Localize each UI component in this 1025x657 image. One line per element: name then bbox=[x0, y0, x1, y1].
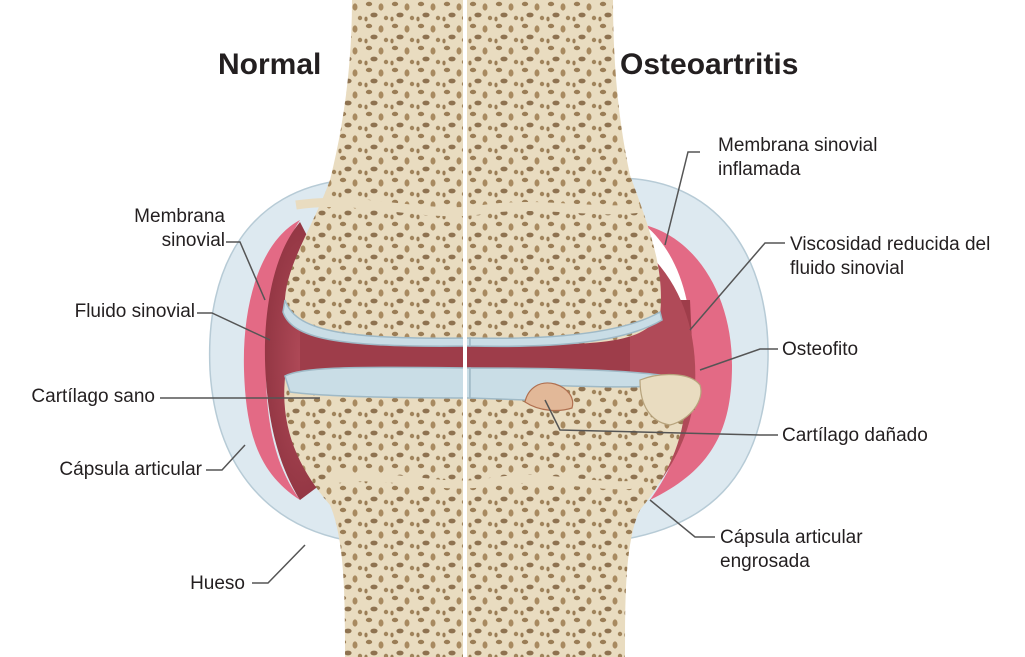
label-healthy-cartilage: Cartílago sano bbox=[31, 385, 155, 409]
cartilage-healthy bbox=[285, 367, 470, 398]
label-thickened-capsule: Cápsula articular engrosada bbox=[720, 526, 863, 574]
lower-bone bbox=[284, 372, 685, 657]
label-synovial-fluid: Fluido sinovial bbox=[75, 300, 195, 324]
label-inflamed-synovial-membrane: Membrana sinovial inflamada bbox=[718, 134, 877, 182]
title-normal: Normal bbox=[218, 48, 321, 82]
label-joint-capsule: Cápsula articular bbox=[59, 458, 202, 482]
label-synovial-membrane: Membrana sinovial bbox=[134, 205, 225, 253]
label-osteophyte: Osteofito bbox=[782, 338, 858, 362]
label-bone: Hueso bbox=[190, 572, 245, 596]
label-reduced-viscosity: Viscosidad reducida del fluido sinovial bbox=[790, 233, 990, 281]
title-osteoarthritis: Osteoartritis bbox=[620, 48, 798, 82]
upper-bone bbox=[285, 0, 661, 345]
label-damaged-cartilage: Cartílago dañado bbox=[782, 424, 928, 448]
